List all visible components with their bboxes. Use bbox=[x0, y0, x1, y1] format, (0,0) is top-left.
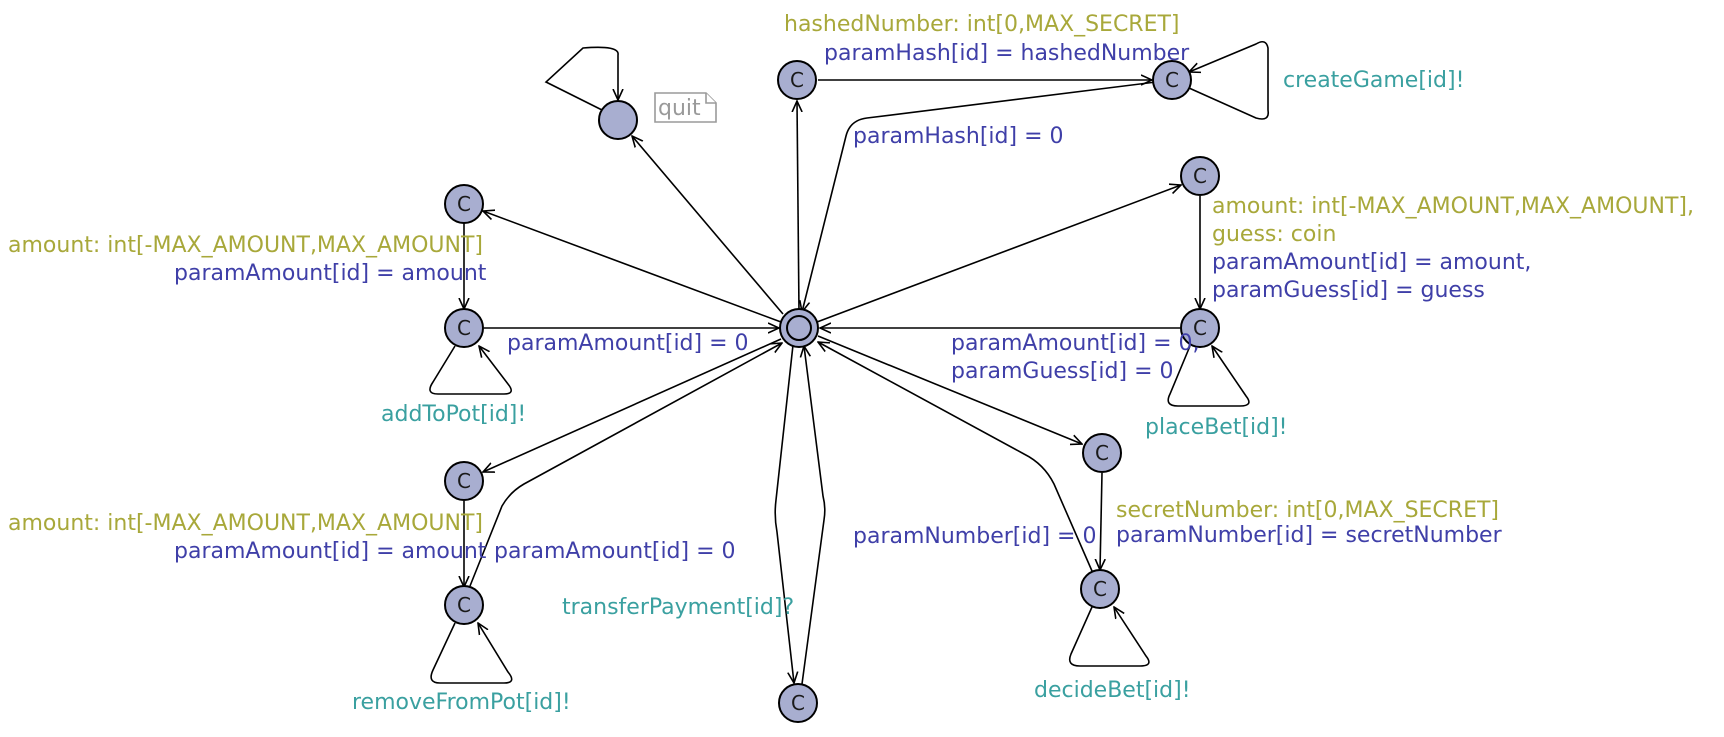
bet-sync-label: placeBet[id]! bbox=[1145, 415, 1288, 440]
edge-center-bet1 bbox=[816, 185, 1181, 323]
add-select-label: amount: int[-MAX_AMOUNT,MAX_AMOUNT] bbox=[8, 233, 483, 258]
edge-labels: hashedNumber: int[0,MAX_SECRET] paramHas… bbox=[8, 12, 1694, 715]
edge-decide1-decide2 bbox=[1100, 472, 1102, 570]
edge-add2-selfloop bbox=[429, 346, 512, 395]
remove-assign-label: paramAmount[id] = amount bbox=[174, 539, 487, 564]
state-quit[interactable] bbox=[598, 100, 638, 140]
decide-reset-label: paramNumber[id] = 0 bbox=[853, 524, 1096, 549]
edge-remove2-selfloop bbox=[430, 623, 513, 684]
bet-select-label-2: guess: coin bbox=[1212, 222, 1336, 247]
edge-decide2-selfloop bbox=[1068, 607, 1150, 667]
state-transfer[interactable]: C bbox=[778, 683, 818, 723]
edge-center-quit bbox=[632, 136, 784, 315]
edge-remove2-center bbox=[469, 343, 782, 587]
remove-reset-label: paramAmount[id] = 0 bbox=[494, 539, 736, 564]
create-select-label: hashedNumber: int[0,MAX_SECRET] bbox=[784, 12, 1180, 37]
edge-transfer-center bbox=[802, 346, 826, 685]
committed-mark: C bbox=[791, 691, 805, 715]
committed-mark: C bbox=[457, 593, 471, 617]
committed-mark: C bbox=[1095, 441, 1109, 465]
quit-note: quit bbox=[654, 92, 717, 123]
state-bet-1[interactable]: C bbox=[1180, 156, 1220, 196]
decide-sync-label: decideBet[id]! bbox=[1034, 678, 1191, 703]
state-remove-1[interactable]: C bbox=[444, 461, 484, 501]
state-bet-2[interactable]: C bbox=[1180, 308, 1220, 348]
edge-center-remove1 bbox=[483, 338, 782, 472]
bet-assign-label-2: paramGuess[id] = guess bbox=[1212, 278, 1485, 303]
decide-select-label: secretNumber: int[0,MAX_SECRET] bbox=[1116, 498, 1499, 523]
edges bbox=[429, 40, 1270, 685]
edge-center-create1 bbox=[797, 101, 799, 313]
remove-select-label: amount: int[-MAX_AMOUNT,MAX_AMOUNT] bbox=[8, 511, 483, 536]
committed-mark: C bbox=[457, 469, 471, 493]
committed-mark: C bbox=[790, 68, 804, 92]
state-decide-1[interactable]: C bbox=[1082, 433, 1122, 473]
bet-assign-label-1: paramAmount[id] = amount, bbox=[1212, 250, 1531, 275]
committed-mark: C bbox=[1093, 577, 1107, 601]
edge-quit-selfloop bbox=[544, 46, 618, 111]
state-decide-2[interactable]: C bbox=[1080, 569, 1120, 609]
add-assign-label: paramAmount[id] = amount bbox=[174, 261, 487, 286]
committed-mark: C bbox=[457, 316, 471, 340]
state-remove-2[interactable]: C bbox=[444, 585, 484, 625]
transfer-sync-label: transferPayment[id]? bbox=[562, 595, 794, 620]
edge-decide2-center bbox=[818, 342, 1093, 572]
decide-assign-label: paramNumber[id] = secretNumber bbox=[1116, 523, 1503, 548]
committed-mark: C bbox=[1165, 68, 1179, 92]
committed-mark: C bbox=[1193, 316, 1207, 340]
committed-mark: C bbox=[1193, 164, 1207, 188]
states: quit C C C C C C C bbox=[444, 60, 1220, 723]
edge-create2-selfloop bbox=[1189, 40, 1270, 120]
bet-select-label-1: amount: int[-MAX_AMOUNT,MAX_AMOUNT], bbox=[1212, 194, 1694, 219]
bet-reset-label-1: paramAmount[id] = 0, bbox=[951, 331, 1200, 356]
create-reset-label: paramHash[id] = 0 bbox=[853, 124, 1064, 149]
remove-sync-label: removeFromPot[id]! bbox=[352, 690, 571, 715]
create-sync-label: createGame[id]! bbox=[1283, 68, 1464, 93]
committed-mark: C bbox=[457, 192, 471, 216]
quit-note-text: quit bbox=[658, 96, 701, 121]
state-create-1[interactable]: C bbox=[777, 60, 817, 100]
edge-bet2-selfloop bbox=[1167, 346, 1250, 407]
create-assign-label: paramHash[id] = hashedNumber bbox=[824, 41, 1190, 66]
bet-reset-label-2: paramGuess[id] = 0 bbox=[951, 359, 1174, 384]
state-add-1[interactable]: C bbox=[444, 184, 484, 224]
add-reset-label: paramAmount[id] = 0 bbox=[507, 331, 749, 356]
add-sync-label: addToPot[id]! bbox=[381, 402, 526, 427]
state-create-2[interactable]: C bbox=[1152, 60, 1192, 100]
edge-center-transfer bbox=[774, 344, 794, 683]
state-add-2[interactable]: C bbox=[444, 308, 484, 348]
edge-center-add1 bbox=[483, 211, 782, 323]
initial-state[interactable] bbox=[779, 308, 819, 348]
edge-create2-center bbox=[802, 81, 1157, 312]
edge-center-decide1 bbox=[817, 335, 1082, 444]
